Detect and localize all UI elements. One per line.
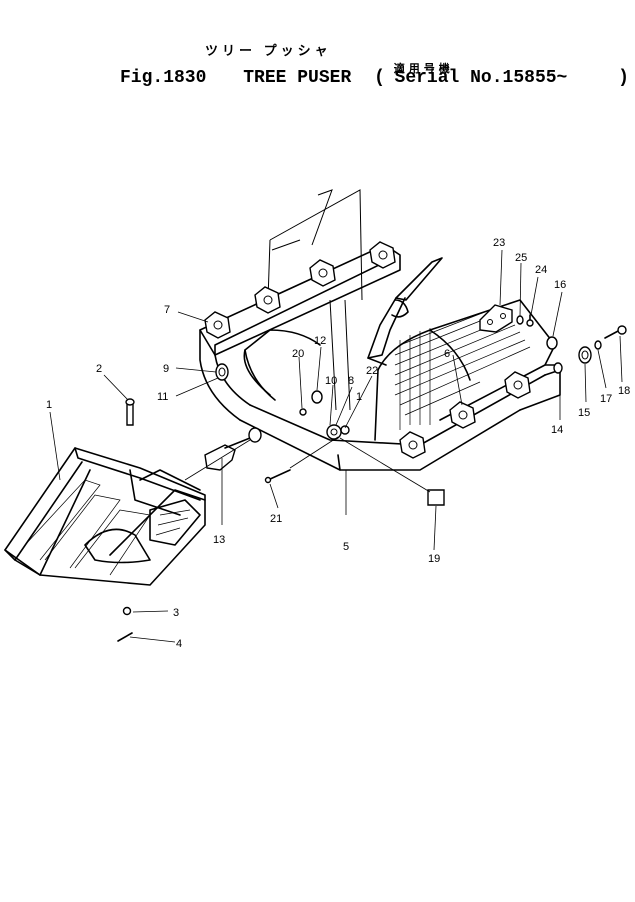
title-line: Fig.1830 TREE PUSER ( 適用号機 Serial No.158…	[120, 60, 629, 88]
part-label-15: 15	[578, 407, 590, 419]
beam-brackets	[204, 241, 396, 339]
part-label-17: 17	[600, 393, 612, 405]
part-label-4: 4	[176, 638, 182, 650]
pusher-head	[4, 447, 206, 586]
part-label-11: 11	[157, 391, 168, 403]
fasteners	[117, 314, 627, 642]
part-label-5: 5	[343, 541, 349, 553]
part-label-9: 9	[163, 363, 169, 375]
serial-open-paren: (	[374, 68, 385, 88]
figure-number: Fig.1830	[120, 68, 207, 88]
part-label-24: 24	[535, 264, 547, 276]
part-label-8: 8	[348, 375, 354, 387]
part-label-16: 16	[554, 279, 566, 291]
part-label-22: 22	[366, 365, 378, 377]
title-japanese: ツリー プッシャ	[205, 43, 332, 58]
assembly-name: TREE PUSER	[243, 68, 352, 88]
part-label-14: 14	[551, 424, 563, 436]
part-label-1-duplicate: 1	[356, 391, 362, 403]
part-label-20: 20	[292, 348, 304, 360]
main-frame	[199, 244, 561, 471]
part-label-7: 7	[164, 304, 170, 316]
part-labels: 1 2 3 4 5 6 7 8 9 10 11 12 13 14 15 16 1…	[46, 237, 630, 650]
serial-number: Serial No.15855~	[394, 68, 568, 88]
lift-cylinder	[367, 257, 443, 366]
right-brackets	[399, 371, 531, 459]
part-label-18: 18	[618, 385, 630, 397]
machine-outline	[267, 189, 363, 411]
part-label-25: 25	[515, 252, 527, 264]
serial-japanese: 適用号機	[393, 64, 454, 76]
part-label-21: 21	[270, 513, 282, 525]
pin-block	[479, 304, 513, 333]
part-label-1: 1	[46, 399, 52, 411]
leader-lines	[49, 249, 623, 643]
part-label-19: 19	[428, 553, 440, 565]
part-label-10: 10	[325, 375, 337, 387]
part-label-3: 3	[173, 607, 179, 619]
serial-close-paren: )	[618, 68, 629, 88]
part-label-2: 2	[96, 363, 102, 375]
part-label-12: 12	[314, 335, 326, 347]
part-label-13: 13	[213, 534, 225, 546]
part-label-23: 23	[493, 237, 505, 249]
part-label-6: 6	[444, 348, 450, 360]
